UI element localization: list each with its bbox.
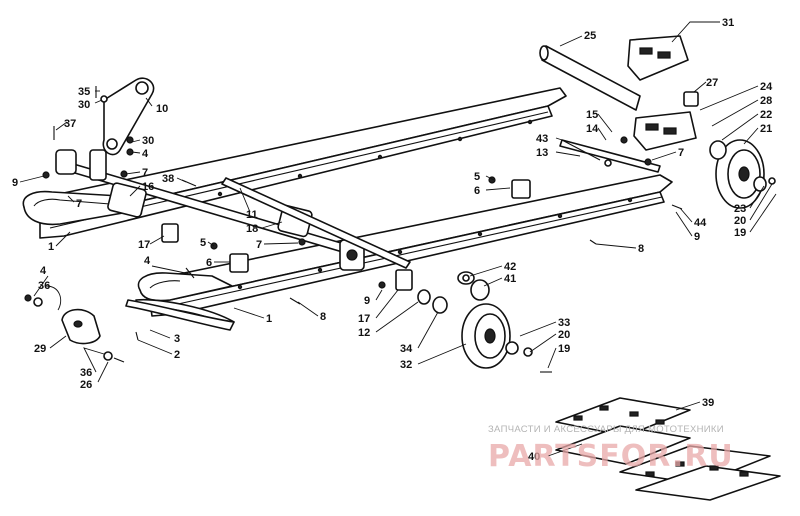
stop-block — [229, 253, 249, 273]
bushing — [417, 289, 431, 305]
callout-1: 1 — [48, 241, 54, 253]
callout-32: 32 — [400, 359, 412, 371]
callout-38: 38 — [162, 173, 174, 185]
callout-34: 34 — [400, 343, 413, 355]
callout-30: 30 — [142, 135, 154, 147]
callout-13: 13 — [536, 147, 548, 159]
callout-11: 11 — [246, 209, 258, 221]
callout-9: 9 — [12, 177, 18, 189]
watermark-brand: PARTSFOR.RU — [488, 439, 734, 474]
bumper-block — [395, 269, 413, 291]
leader-lines — [19, 21, 777, 457]
callout-21: 21 — [760, 123, 772, 135]
rear-cross-shaft — [221, 139, 661, 269]
callout-41: 41 — [504, 273, 516, 285]
callout-35: 35 — [78, 86, 90, 98]
rear-bracket-upper — [627, 35, 689, 81]
callout-1: 1 — [266, 313, 272, 325]
callout-5: 5 — [474, 171, 480, 183]
wear-bumper — [61, 308, 101, 345]
callout-9: 9 — [694, 231, 700, 243]
watermark-caption: ЗАПЧАСТИ И АКСЕССУАРЫ ДЛЯ МОТОТЕХНИКИ — [488, 424, 724, 435]
callout-26: 26 — [80, 379, 92, 391]
track-section — [555, 397, 781, 501]
callout-42: 42 — [504, 261, 516, 273]
callout-31: 31 — [722, 17, 734, 29]
callout-36: 36 — [38, 280, 50, 292]
callout-5: 5 — [200, 237, 206, 249]
callout-7: 7 — [678, 147, 684, 159]
callout-7: 7 — [76, 198, 82, 210]
callout-12: 12 — [358, 327, 370, 339]
track-cleats — [573, 405, 749, 477]
callout-16: 16 — [142, 181, 154, 193]
callout-37: 37 — [64, 118, 76, 130]
callout-15: 15 — [586, 109, 598, 121]
callout-33: 33 — [558, 317, 570, 329]
callout-44: 44 — [694, 217, 707, 229]
hardware — [24, 86, 776, 373]
callout-43: 43 — [536, 133, 548, 145]
callout-40: 40 — [528, 451, 540, 463]
callout-29: 29 — [34, 343, 46, 355]
upper-shock-arm — [89, 77, 155, 181]
callout-2: 2 — [174, 349, 180, 361]
callout-14: 14 — [586, 123, 599, 135]
callout-17: 17 — [358, 313, 370, 325]
callout-4: 4 — [142, 148, 149, 160]
bumper-block — [161, 223, 179, 243]
callout-23: 23 — [734, 203, 746, 215]
callout-20: 20 — [558, 329, 570, 341]
ski-wear-strip — [125, 299, 235, 331]
callout-19: 19 — [734, 227, 746, 239]
callout-6: 6 — [474, 185, 480, 197]
callout-7: 7 — [142, 167, 148, 179]
callout-7: 7 — [256, 239, 262, 251]
callout-30: 30 — [78, 99, 90, 111]
callout-19: 19 — [558, 343, 570, 355]
watermark: ЗАПЧАСТИ И АКСЕССУАРЫ ДЛЯ МОТОТЕХНИКИ PA… — [488, 424, 734, 474]
callout-10: 10 — [156, 103, 168, 115]
callout-17: 17 — [138, 239, 150, 251]
callout-20: 20 — [734, 215, 746, 227]
callout-24: 24 — [760, 81, 773, 93]
callout-27: 27 — [706, 77, 718, 89]
callout-6: 6 — [206, 257, 212, 269]
rear-idler-wheel — [709, 139, 767, 209]
rear-bracket-lower — [633, 111, 697, 151]
callout-28: 28 — [760, 95, 772, 107]
callout-25: 25 — [584, 30, 596, 42]
callout-9: 9 — [364, 295, 370, 307]
callout-8: 8 — [320, 311, 326, 323]
callout-3: 3 — [174, 333, 180, 345]
callout-4: 4 — [40, 265, 47, 277]
callout-18: 18 — [246, 223, 258, 235]
stop-block — [511, 179, 531, 199]
rear-axle — [539, 45, 641, 111]
callout-4: 4 — [144, 255, 151, 267]
callout-39: 39 — [702, 397, 714, 409]
callout-8: 8 — [638, 243, 644, 255]
callout-36: 36 — [80, 367, 92, 379]
callout-22: 22 — [760, 109, 772, 121]
callouts: 35 30 10 37 30 4 7 16 9 7 38 11 18 17 1 … — [12, 17, 773, 463]
front-idler-wheel — [432, 296, 519, 369]
rail-holes — [237, 197, 633, 290]
spacer-block — [683, 91, 699, 107]
